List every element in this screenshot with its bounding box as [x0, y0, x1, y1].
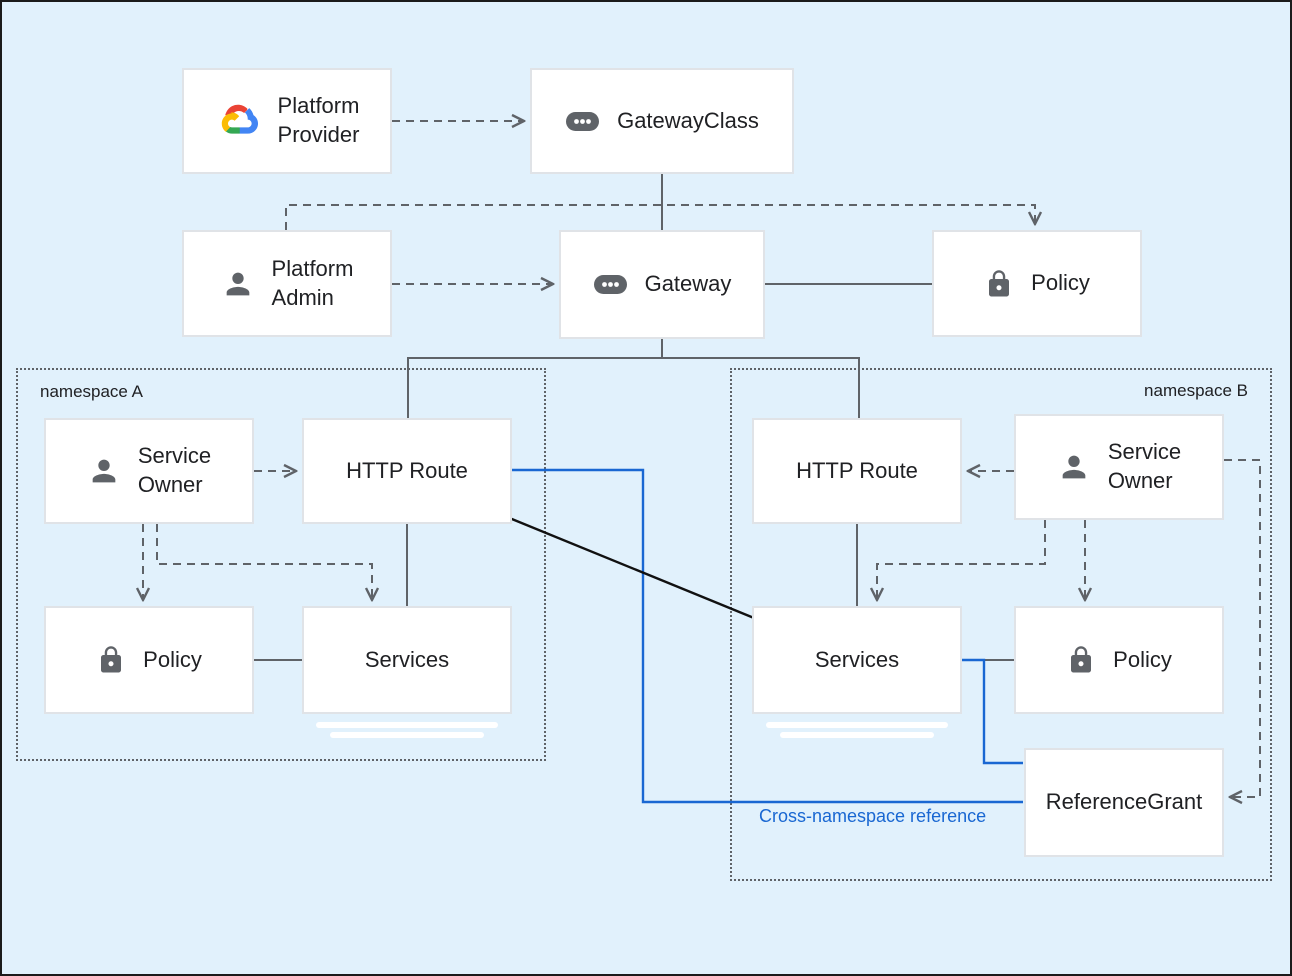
- node-label: Service Owner: [137, 443, 212, 497]
- edge-admin-policy: [285, 204, 1035, 230]
- node-label: Policy: [1031, 270, 1090, 296]
- node-label: Gateway: [644, 271, 732, 297]
- node-services-a: Services: [302, 606, 512, 714]
- node-gateway: Gateway: [559, 230, 765, 339]
- node-label: HTTP Route: [346, 457, 468, 483]
- node-policy-a: Policy: [44, 606, 254, 714]
- node-label: GatewayClass: [617, 107, 759, 133]
- cross-namespace-reference-label: Cross-namespace reference: [759, 806, 987, 826]
- node-policy-b: Policy: [1014, 606, 1224, 714]
- node-reference-grant: ReferenceGrant: [1024, 748, 1224, 857]
- node-label: Platform Admin: [271, 255, 354, 310]
- edge-owner-b-services-b: [877, 520, 1046, 600]
- node-label: HTTP Route: [796, 457, 918, 483]
- node-gateway-class: GatewayClass: [530, 68, 794, 174]
- node-services-b: Services: [752, 606, 962, 714]
- namespace-b-boundary: [730, 368, 1272, 881]
- person-icon: [221, 267, 255, 301]
- node-policy: Policy: [932, 230, 1142, 337]
- node-label: Services: [814, 646, 900, 672]
- node-label: Platform Provider: [277, 93, 360, 147]
- api-resource-icon: [565, 111, 600, 132]
- node-http-route-b: HTTP Route: [752, 418, 962, 524]
- node-service-owner-b: Service Owner: [1014, 414, 1224, 520]
- node-platform-provider: Platform Provider: [182, 68, 392, 174]
- person-icon: [1057, 450, 1091, 484]
- namespace-a-label: namespace A: [40, 382, 144, 401]
- services-a-stack-sheet: [330, 732, 484, 738]
- node-platform-admin: Platform Admin: [182, 230, 392, 337]
- node-http-route-a: HTTP Route: [302, 418, 512, 524]
- lock-icon: [984, 268, 1014, 300]
- namespace-b-label: namespace B: [1144, 381, 1248, 400]
- namespace-a-boundary: [16, 368, 546, 761]
- edge-gateway-split: [407, 339, 860, 418]
- services-a-stack-sheet: [316, 722, 498, 728]
- node-label: Policy: [1113, 646, 1172, 672]
- lock-icon: [96, 644, 126, 676]
- edge-owner-a-services-a: [156, 524, 372, 600]
- edge-services-b-referencegrant: [962, 658, 1023, 765]
- node-label: Policy: [143, 646, 202, 672]
- person-icon: [87, 454, 121, 488]
- api-resource-icon: [593, 274, 628, 295]
- node-label: Service Owner: [1107, 439, 1182, 493]
- lock-icon: [1066, 644, 1096, 676]
- edge-httproute-a-referencegrant: [512, 468, 1023, 804]
- edge-httproute-a-services-b: [506, 515, 755, 620]
- google-cloud-icon: [215, 103, 261, 140]
- node-service-owner-a: Service Owner: [44, 418, 254, 524]
- node-label: ReferenceGrant: [1045, 789, 1203, 815]
- services-b-stack-sheet: [780, 732, 934, 738]
- services-b-stack-sheet: [766, 722, 948, 728]
- edge-owner-b-referencegrant: [1224, 459, 1261, 797]
- node-label: Services: [364, 646, 450, 672]
